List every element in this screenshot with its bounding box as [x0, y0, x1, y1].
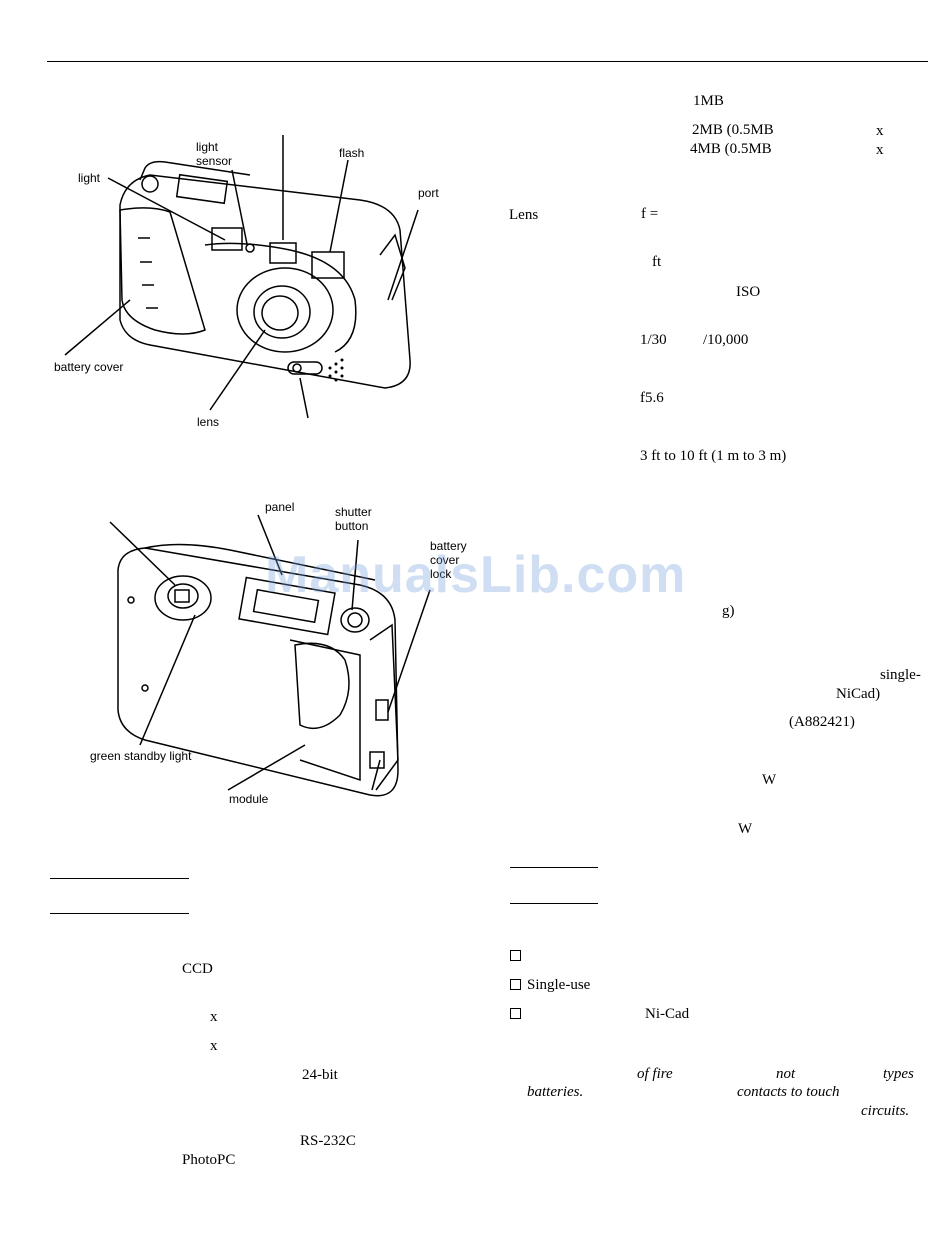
checkbox-icon: [510, 1008, 521, 1019]
spec-rs232c: RS-232C: [300, 1133, 356, 1149]
battery-check-1: [510, 947, 527, 965]
spec-x-1: x: [210, 1009, 218, 1025]
spec-aperture: f5.6: [640, 390, 664, 406]
warning-types: types: [883, 1066, 914, 1082]
left-rule-2: [50, 913, 189, 914]
label-module: module: [229, 792, 269, 806]
label-lens: lens: [197, 415, 220, 429]
spec-lens-label: Lens: [509, 207, 539, 223]
spec-single: single-: [880, 667, 921, 683]
spec-nicad: NiCad): [836, 686, 881, 702]
mem-2mb: 2MB (0.5MB: [692, 122, 774, 138]
warning-not: not: [776, 1066, 796, 1082]
warning-of-fire: of fire: [637, 1066, 673, 1082]
watermark: ManualsLib.com: [265, 546, 687, 604]
label-light-sensor: light sensor: [196, 140, 233, 168]
right-rule-2: [510, 903, 598, 904]
spec-watts-1: W: [762, 772, 777, 788]
label-flash: flash: [339, 146, 365, 160]
mem-4mb: 4MB (0.5MB: [690, 141, 772, 157]
label-green-standby-light: green standby light: [90, 749, 192, 763]
battery-check-2: Single-use: [510, 976, 590, 994]
spec-part-number: (A882421): [789, 714, 855, 730]
spec-watts-2: W: [738, 821, 753, 837]
spec-range: 3 ft to 10 ft (1 m to 3 m): [640, 448, 787, 464]
mem-4mb-x: x: [876, 142, 884, 158]
label-light: light: [78, 171, 101, 185]
checkbox-icon: [510, 979, 521, 990]
spec-f-eq: f =: [641, 206, 659, 222]
label-port: port: [418, 186, 439, 200]
label-panel: panel: [265, 500, 295, 514]
header-rule: [47, 61, 928, 62]
right-rule-1: [510, 867, 598, 868]
spec-weight: g): [722, 603, 735, 619]
camera-back-illustration: [109, 514, 431, 797]
mem-2mb-x: x: [876, 123, 884, 139]
spec-ft: ft: [652, 254, 662, 270]
spec-shutter-slow: 1/30: [640, 332, 667, 348]
warning-circuits: circuits.: [861, 1103, 910, 1119]
spec-shutter-fast: /10,000: [703, 332, 749, 348]
camera-front-illustration: [64, 135, 419, 419]
checkbox-icon: [510, 950, 521, 961]
spec-x-2: x: [210, 1038, 218, 1054]
label-battery-cover: battery cover: [54, 360, 124, 374]
label-shutter-button: shutter button: [335, 505, 372, 533]
spec-photopc: PhotoPC: [182, 1152, 236, 1168]
warning-batteries: batteries.: [527, 1084, 584, 1100]
warning-contacts: contacts to touch: [737, 1084, 840, 1100]
left-rule-1: [50, 878, 189, 879]
spec-24bit: 24-bit: [302, 1067, 338, 1083]
label-battery-cover-lock: battery cover lock: [430, 539, 467, 581]
spec-iso: ISO: [736, 284, 761, 300]
mem-1mb: 1MB: [693, 93, 724, 109]
spec-ccd: CCD: [182, 961, 213, 977]
battery-check-3: Ni-Cad: [510, 1005, 689, 1023]
